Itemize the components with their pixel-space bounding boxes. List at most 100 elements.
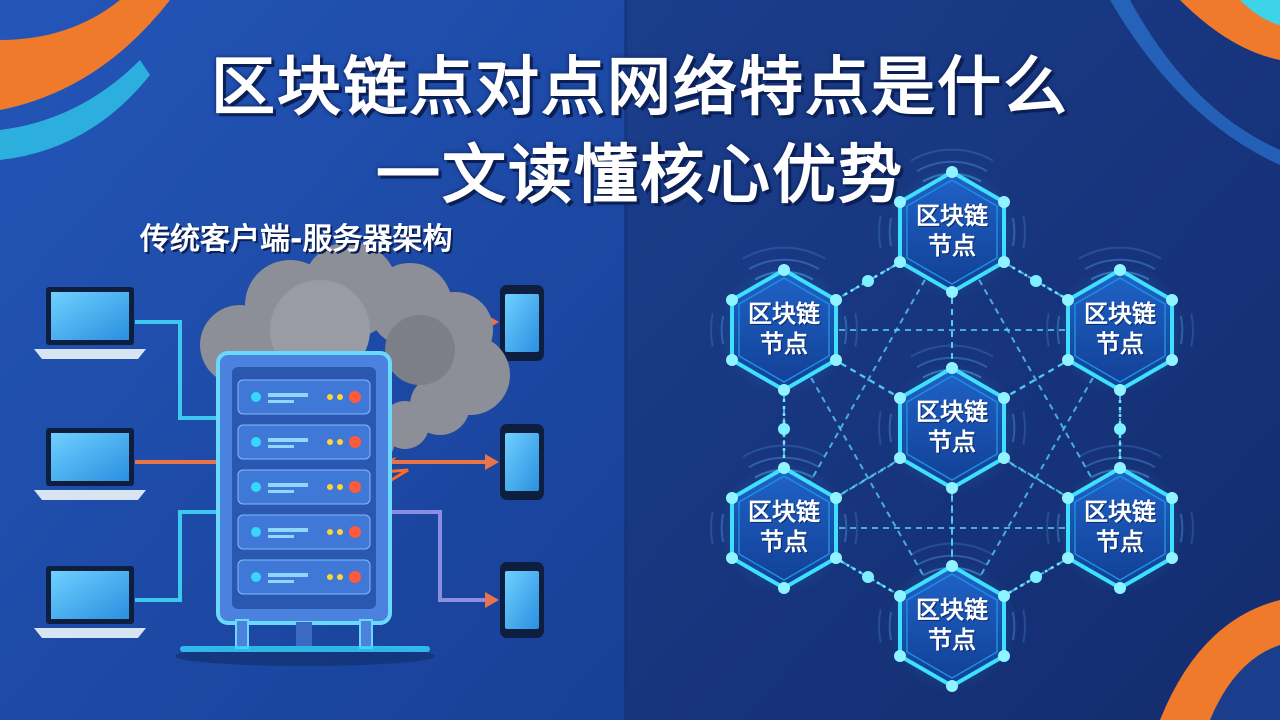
panel-divider <box>624 0 627 720</box>
node-port-dot <box>830 294 842 306</box>
signal-arc <box>1046 313 1050 347</box>
node-label-line-2: 节点 <box>1096 528 1144 556</box>
node-port-dot <box>1114 384 1126 396</box>
node-label: 区块链节点 <box>1065 497 1175 557</box>
node-port-dot <box>946 560 958 572</box>
signal-arc <box>878 411 882 445</box>
node-port-dot <box>1166 294 1178 306</box>
signal-arc <box>1022 215 1026 249</box>
laptop-icon <box>34 287 146 359</box>
hexagon-node-inner <box>906 573 998 679</box>
signal-arc <box>916 160 988 172</box>
signal-arc <box>1190 511 1194 545</box>
node-label: 区块链节点 <box>897 397 1007 457</box>
laptop-icon <box>34 566 146 638</box>
node-port-dot <box>946 482 958 494</box>
node-port-dot <box>1166 354 1178 366</box>
signal-arc <box>878 609 882 643</box>
link-junction-dot <box>778 423 790 435</box>
signal-arc <box>878 215 882 249</box>
node-label-line-1: 区块链 <box>916 596 988 624</box>
signal-arc <box>854 511 858 545</box>
hexagon-node-inner <box>906 375 998 481</box>
node-port-dot <box>726 294 738 306</box>
client-server-heading: 传统客户端-服务器架构 <box>140 222 453 257</box>
smartphone-icon <box>500 424 544 500</box>
node-port-dot <box>1062 354 1074 366</box>
link-junction-dot <box>1030 571 1042 583</box>
node-port-dot <box>894 196 906 208</box>
node-label-line-2: 节点 <box>760 330 808 358</box>
main-title-line-2: 一文读懂核心优势 <box>376 139 904 213</box>
node-label: 区块链节点 <box>897 595 1007 655</box>
hexagon-node-inner <box>1074 475 1166 581</box>
laptop-icon <box>34 428 146 500</box>
node-port-dot <box>998 650 1010 662</box>
signal-arc <box>910 148 994 162</box>
node-port-dot <box>998 590 1010 602</box>
smartphone-icon <box>500 562 544 638</box>
arrow-phone-bottom <box>485 592 499 608</box>
node-label-line-1: 区块链 <box>1084 498 1156 526</box>
link-junction-dot <box>1030 275 1042 287</box>
node-label-line-1: 区块链 <box>748 300 820 328</box>
link-junction-dot <box>1114 423 1126 435</box>
node-label-line-2: 节点 <box>928 626 976 654</box>
link-junction-dot <box>862 275 874 287</box>
main-title-line-1: 区块链点对点网络特点是什么 <box>211 51 1069 125</box>
node-port-dot <box>726 552 738 564</box>
signal-arc <box>742 246 826 260</box>
node-port-dot <box>946 362 958 374</box>
corner-swoosh-top-left <box>0 0 170 110</box>
hexagon-node-inner <box>738 277 830 383</box>
node-port-dot <box>998 392 1010 404</box>
signal-arc <box>710 511 714 545</box>
node-label: 区块链节点 <box>897 201 1007 261</box>
node-port-dot <box>1062 492 1074 504</box>
link-junction-dot <box>862 571 874 583</box>
node-port-dot <box>1114 264 1126 276</box>
node-label-line-2: 节点 <box>1096 330 1144 358</box>
signal-arc <box>1084 258 1156 270</box>
signal-arc <box>1022 411 1026 445</box>
server-rack-icon <box>175 351 435 666</box>
signal-arc <box>1022 609 1026 643</box>
node-port-dot <box>1114 582 1126 594</box>
corner-swoosh-top-right <box>1180 0 1280 60</box>
node-port-dot <box>830 552 842 564</box>
node-port-dot <box>830 354 842 366</box>
signal-arc <box>1046 511 1050 545</box>
p2p-network-diagram <box>710 148 1194 692</box>
node-port-dot <box>894 392 906 404</box>
hexagon-node-inner <box>1074 277 1166 383</box>
node-port-dot <box>778 384 790 396</box>
signal-arc <box>1078 246 1162 260</box>
node-label: 区块链节点 <box>729 299 839 359</box>
node-port-dot <box>998 256 1010 268</box>
node-port-dot <box>778 462 790 474</box>
node-label-line-2: 节点 <box>928 428 976 456</box>
client-server-diagram <box>34 242 544 666</box>
node-label-line-1: 区块链 <box>748 498 820 526</box>
link-laptop-top <box>135 320 232 420</box>
node-port-dot <box>726 492 738 504</box>
link-laptop-bottom <box>135 510 232 602</box>
node-port-dot <box>946 286 958 298</box>
corner-swoosh-bottom-right-inner <box>1210 645 1280 720</box>
node-label-line-1: 区块链 <box>1084 300 1156 328</box>
node-label: 区块链节点 <box>1065 299 1175 359</box>
node-port-dot <box>778 582 790 594</box>
signal-arc <box>854 313 858 347</box>
hexagon-node-inner <box>738 475 830 581</box>
node-port-dot <box>1062 294 1074 306</box>
node-label: 区块链节点 <box>729 497 839 557</box>
arrow-phone-middle <box>485 454 499 470</box>
smartphone-icon <box>500 285 544 361</box>
node-label-line-2: 节点 <box>928 232 976 260</box>
node-port-dot <box>998 452 1010 464</box>
node-port-dot <box>726 354 738 366</box>
link-phone-bottom <box>388 510 485 602</box>
node-port-dot <box>946 680 958 692</box>
node-port-dot <box>1166 552 1178 564</box>
